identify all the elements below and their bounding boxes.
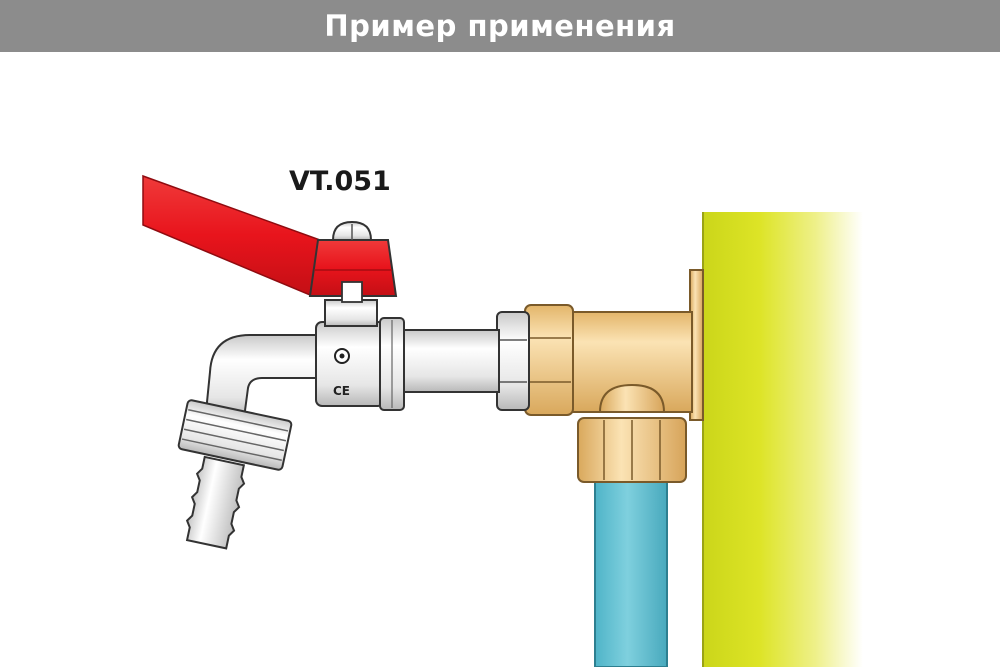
handle-slot — [341, 281, 363, 303]
model-label: VT.051 — [289, 166, 391, 197]
connector-nut — [524, 304, 574, 416]
elbow-dome — [598, 383, 666, 413]
header-title: Пример применения — [324, 9, 676, 43]
valve-stem — [324, 299, 378, 327]
header-bar: Пример применения — [0, 0, 1000, 52]
ce-mark: CE — [333, 384, 350, 398]
hose-connector-nut — [177, 399, 293, 471]
red-handle-lever — [142, 174, 321, 297]
spout-elbow — [204, 334, 319, 420]
hose-barb — [185, 455, 246, 550]
supply-pipe — [594, 479, 668, 667]
union-nut — [496, 311, 530, 411]
chrome-nipple — [401, 329, 500, 393]
wall — [703, 212, 863, 667]
